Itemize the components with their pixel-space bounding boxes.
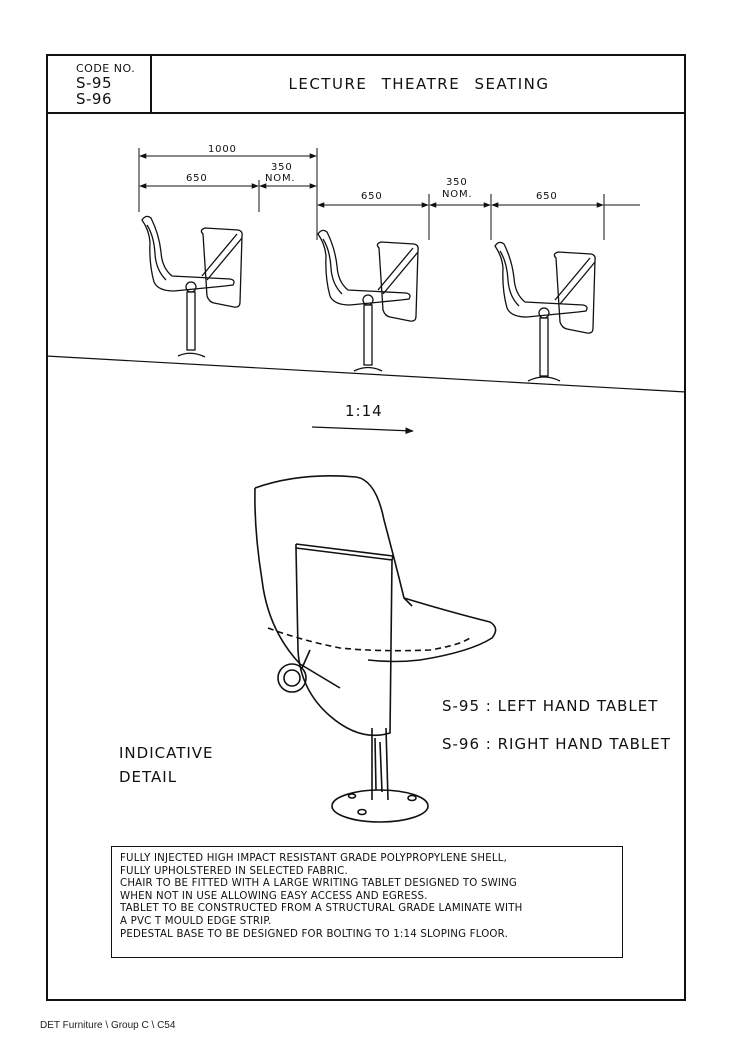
specification-notes: FULLY INJECTED HIGH IMPACT RESISTANT GRA… bbox=[111, 846, 623, 958]
note-line: PEDESTAL BASE TO BE DESIGNED FOR BOLTING… bbox=[120, 928, 509, 940]
dim-gap-a-value: 350 bbox=[271, 162, 293, 173]
s95-description: S-95 : LEFT HAND TABLET bbox=[442, 697, 659, 715]
code-value-s96: S-96 bbox=[76, 90, 113, 108]
dim-seat-width-a: 650 bbox=[186, 173, 208, 184]
title-block: CODE NO. S-95 S-96 LECTURE THEATRE SEATI… bbox=[48, 56, 684, 114]
note-line: TABLET TO BE CONSTRUCTED FROM A STRUCTUR… bbox=[120, 903, 523, 915]
code-label: CODE NO. bbox=[76, 62, 136, 75]
note-line: WHEN NOT IN USE ALLOWING EASY ACCESS AND… bbox=[120, 890, 428, 902]
dim-gap-b-unit: NOM. bbox=[442, 189, 472, 200]
dimension-lines bbox=[138, 148, 640, 240]
dim-overall: 1000 bbox=[208, 144, 237, 155]
detail-label: DETAIL bbox=[119, 768, 178, 786]
code-value-s95: S-95 bbox=[76, 74, 113, 92]
note-line: FULLY UPHOLSTERED IN SELECTED FABRIC. bbox=[120, 865, 348, 877]
chair-detail-drawing bbox=[254, 475, 497, 823]
slope-indicator: 1:14 bbox=[311, 402, 414, 435]
indicative-label: INDICATIVE bbox=[119, 744, 214, 762]
chair-elevation-3 bbox=[494, 241, 596, 382]
dim-seat-width-b: 650 bbox=[361, 191, 383, 202]
footer-reference: DET Furniture \ Group C \ C54 bbox=[40, 1020, 176, 1031]
dimension-labels: 1000 650 350 NOM. 650 350 NOM. 650 bbox=[186, 144, 558, 202]
code-box: CODE NO. S-95 S-96 bbox=[48, 56, 152, 112]
chair-elevation-2 bbox=[317, 229, 419, 372]
slope-label: 1:14 bbox=[345, 402, 383, 420]
drawing-title: LECTURE THEATRE SEATING bbox=[288, 75, 550, 93]
s96-description: S-96 : RIGHT HAND TABLET bbox=[442, 735, 671, 753]
note-line: A PVC T MOULD EDGE STRIP. bbox=[120, 915, 272, 927]
note-line: FULLY INJECTED HIGH IMPACT RESISTANT GRA… bbox=[120, 853, 508, 864]
note-line: CHAIR TO BE FITTED WITH A LARGE WRITING … bbox=[120, 878, 518, 890]
dim-gap-a-unit: NOM. bbox=[265, 173, 295, 184]
dim-gap-b-value: 350 bbox=[446, 177, 468, 188]
sloping-floor-line bbox=[45, 355, 687, 393]
chair-elevation-1 bbox=[141, 215, 243, 358]
dim-seat-width-c: 650 bbox=[536, 191, 558, 202]
slope-arrow bbox=[311, 426, 414, 435]
drawing-frame: CODE NO. S-95 S-96 LECTURE THEATRE SEATI… bbox=[46, 54, 686, 1001]
